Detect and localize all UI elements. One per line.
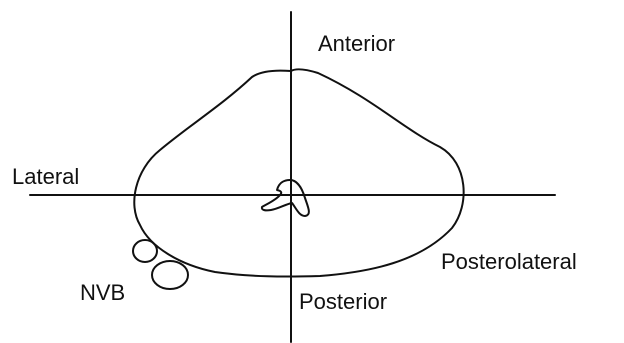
label-posterolateral: Posterolateral [441, 249, 577, 274]
label-lateral: Lateral [12, 164, 79, 189]
nvb-circle-upper [133, 240, 157, 262]
label-nvb: NVB [80, 280, 125, 305]
nvb-circle-lower [152, 261, 188, 289]
gland-outline [134, 69, 463, 276]
label-posterior: Posterior [299, 289, 387, 314]
urethra-shape [262, 180, 309, 216]
label-anterior: Anterior [318, 31, 395, 56]
